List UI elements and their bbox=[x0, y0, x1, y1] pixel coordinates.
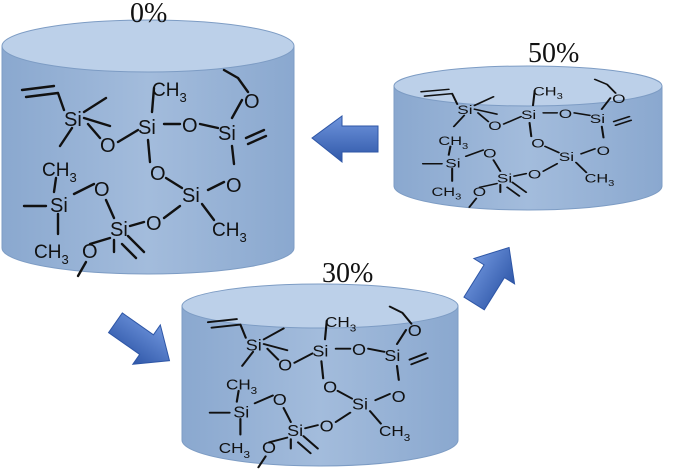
block-arrow-icon bbox=[107, 312, 171, 365]
block-arrow-icon bbox=[311, 115, 379, 164]
cylinder-0-percent bbox=[1, 19, 295, 278]
label-50-percent: 50% bbox=[528, 38, 579, 69]
label-30-percent: 30% bbox=[322, 258, 373, 289]
cylinder-50-percent bbox=[393, 65, 663, 211]
block-arrow-icon bbox=[463, 246, 516, 311]
label-0-percent: 0% bbox=[130, 0, 167, 29]
cylinder-30-percent bbox=[181, 283, 459, 469]
